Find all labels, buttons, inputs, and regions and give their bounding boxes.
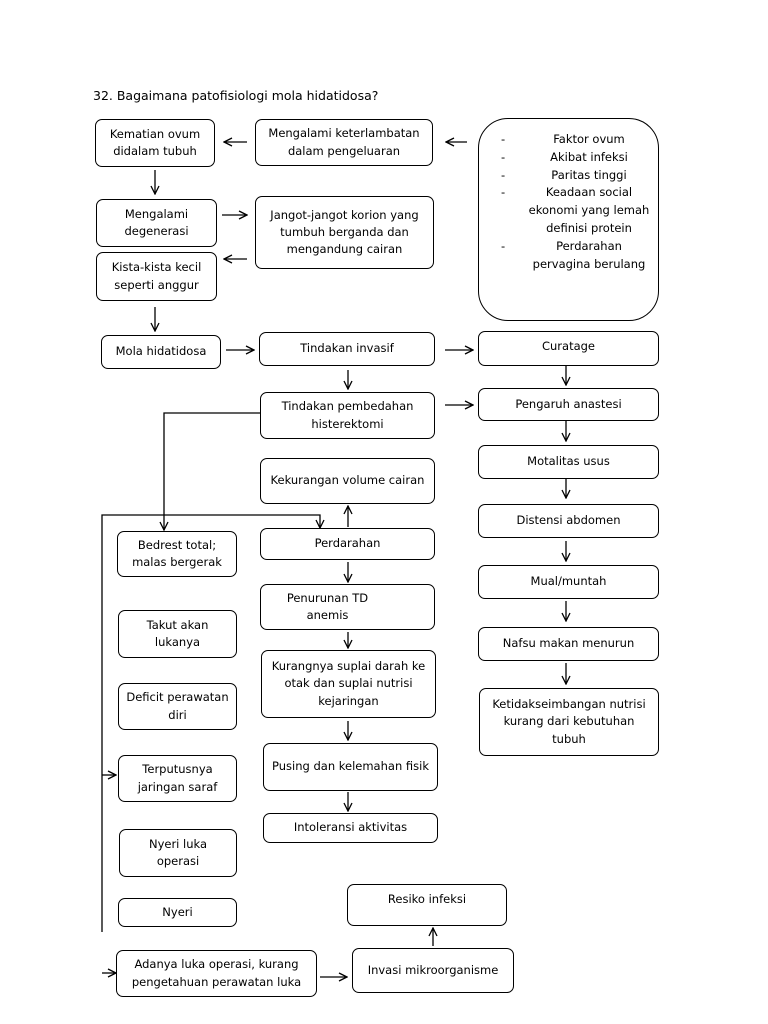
node-jangot: Jangot-jangot korion yang tumbuh bergand…	[255, 196, 434, 269]
node-distensi: Distensi abdomen	[478, 504, 659, 538]
node-mual: Mual/muntah	[478, 565, 659, 599]
node-intoleransi: Intoleransi aktivitas	[263, 813, 438, 843]
page-title: 32. Bagaimana patofisiologi mola hidatid…	[93, 88, 379, 103]
node-keterlambatan: Mengalami keterlambatan dalam pengeluara…	[255, 119, 433, 166]
node-bedrest: Bedrest total; malas bergerak	[117, 531, 237, 577]
factor-item: Keadaan social ekonomi yang lemah defini…	[501, 184, 651, 237]
arrow-loop-to-perdarahan	[101, 514, 320, 932]
node-pusing: Pusing dan kelemahan fisik	[263, 743, 438, 791]
node-nafsu: Nafsu makan menurun	[478, 627, 659, 661]
node-pembedahan: Tindakan pembedahan histerektomi	[260, 392, 435, 439]
node-penurunan-td: Penurunan TD anemis	[260, 584, 435, 630]
factor-item: Faktor ovum	[501, 131, 651, 149]
node-deficit: Deficit perawatan diri	[118, 683, 237, 730]
node-mola: Mola hidatidosa	[101, 335, 221, 369]
node-takut: Takut akan lukanya	[118, 610, 237, 658]
node-terputusnya: Terputusnya jaringan saraf	[118, 755, 237, 802]
factor-item: Paritas tinggi	[501, 167, 651, 185]
node-nyeri: Nyeri	[118, 898, 237, 927]
node-kurangnya-suplai: Kurangnya suplai darah ke otak dan supla…	[261, 650, 436, 718]
node-curatage: Curatage	[478, 331, 659, 366]
arrow-pembedahan-to-bedrest	[164, 412, 260, 530]
node-kekurangan-volume: Kekurangan volume cairan	[260, 458, 435, 504]
node-adanya-luka: Adanya luka operasi, kurang pengetahuan …	[116, 950, 317, 997]
factor-list: Faktor ovum Akibat infeksi Paritas tingg…	[501, 131, 651, 274]
factor-item: Akibat infeksi	[501, 149, 651, 167]
node-tindakan-invasif: Tindakan invasif	[259, 332, 435, 366]
node-factors: Faktor ovum Akibat infeksi Paritas tingg…	[478, 118, 659, 321]
factor-item: Perdarahan pervagina berulang	[501, 238, 651, 274]
node-perdarahan: Perdarahan	[260, 528, 435, 560]
node-invasi: Invasi mikroorganisme	[352, 948, 514, 993]
node-kista: Kista-kista kecil seperti anggur	[96, 252, 217, 301]
node-resiko: Resiko infeksi	[347, 884, 507, 926]
node-ketidakseimbangan: Ketidakseimbangan nutrisi kurang dari ke…	[479, 688, 659, 756]
node-motalitas: Motalitas usus	[478, 445, 659, 479]
node-kematian-ovum: Kematian ovum didalam tubuh	[95, 119, 215, 167]
node-nyeri-luka: Nyeri luka operasi	[119, 829, 237, 877]
node-anastesi: Pengaruh anastesi	[478, 388, 659, 421]
node-degenerasi: Mengalami degenerasi	[96, 199, 217, 247]
